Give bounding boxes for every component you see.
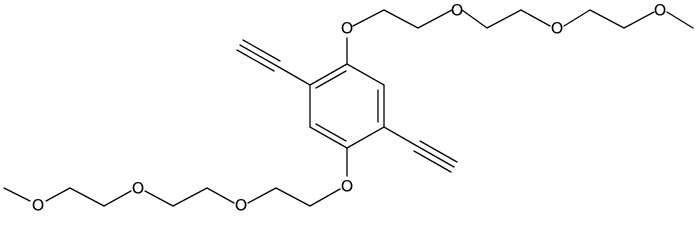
chain-lower-bond-6 — [144, 190, 174, 207]
oxygen-label-lower-methoxy: O — [32, 196, 45, 215]
chain-upper-bond-4 — [461, 9, 488, 29]
chain-upper-bond-1 — [352, 9, 385, 27]
oxygen-label-upper-chain-1: O — [451, 1, 464, 20]
ring-bond-bottom-left-inner — [315, 123, 347, 142]
benzene-ring — [309, 63, 385, 149]
chain-upper-bond-5 — [486, 9, 522, 29]
chain-upper-bond-6 — [520, 9, 551, 27]
oxygen-label-upper-ring: O — [341, 19, 354, 38]
chain-upper-bond-9 — [623, 11, 655, 29]
ring-bond-top-left — [309, 63, 348, 86]
ring-bond-top-left-inner — [315, 70, 347, 89]
chain-upper-bond-10 — [666, 11, 694, 29]
ring-bond-bottom-right — [346, 126, 385, 149]
ethynyl-group-lower — [383, 126, 458, 173]
ethynyl-upper-single — [276, 65, 311, 86]
chain-lower-bond-9 — [45, 187, 71, 202]
oxygen-label-upper-chain-2: O — [551, 19, 564, 38]
chain-upper-bond-7 — [563, 9, 591, 27]
chain-lower-bond-10 — [3, 187, 31, 202]
ethynyl-upper-triple-a — [239, 44, 278, 67]
ether-chain-lower — [3, 147, 348, 207]
chemical-structure: O O O O O O O O — [3, 0, 694, 215]
chain-lower-bond-7 — [103, 190, 132, 207]
ethynyl-lower-triple-c — [413, 150, 452, 173]
oxygen-label-lower-chain-2: O — [132, 179, 145, 198]
chain-lower-bond-4 — [206, 187, 235, 204]
oxygen-label-lower-ring: O — [341, 177, 354, 196]
ether-chain-upper — [346, 9, 694, 65]
chain-lower-bond-3 — [247, 187, 277, 204]
ethynyl-group-upper — [236, 39, 311, 86]
ring-bond-top-right — [346, 63, 385, 86]
ethynyl-upper-triple-b — [242, 39, 281, 62]
ring-bond-bottom-left — [309, 126, 348, 149]
ethynyl-upper-triple-c — [236, 49, 275, 72]
ethynyl-lower-triple-b — [419, 140, 458, 163]
chain-lower-bond-8 — [69, 187, 105, 207]
chain-upper-bond-3 — [417, 9, 453, 29]
ethynyl-lower-single — [383, 126, 418, 147]
ethynyl-lower-triple-a — [416, 145, 455, 168]
atom-labels: O O O O O O O O — [32, 1, 667, 215]
chain-lower-bond-1 — [309, 188, 341, 207]
oxygen-label-lower-chain-1: O — [235, 196, 248, 215]
chain-lower-bond-2 — [275, 187, 311, 207]
chain-upper-bond-2 — [383, 9, 419, 29]
chain-upper-bond-8 — [589, 9, 625, 29]
oxygen-label-upper-methoxy: O — [654, 1, 667, 20]
chain-lower-bond-5 — [172, 187, 208, 207]
